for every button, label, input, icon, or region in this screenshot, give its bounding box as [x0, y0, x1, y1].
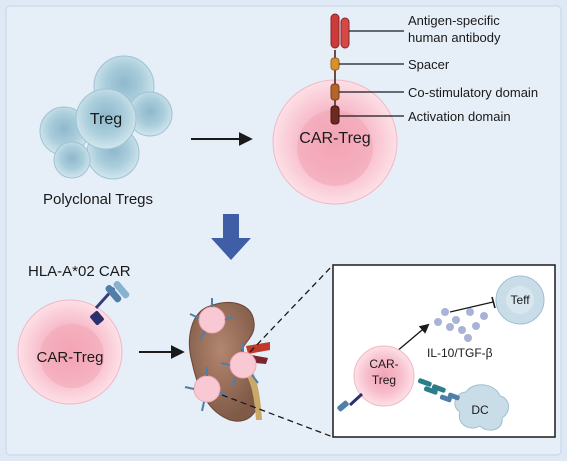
car-treg-construct: CAR-Treg Antigen-specific human antibody… — [272, 13, 538, 205]
teff-nucleus — [506, 286, 534, 314]
spacer-domain — [330, 57, 340, 71]
treg-cell-main — [75, 88, 137, 150]
car-treg-nucleus — [297, 110, 373, 186]
inhibition-line — [449, 301, 494, 313]
costim-label: Co-stimulatory domain — [408, 85, 538, 100]
ureter — [240, 362, 262, 420]
cytokine-dots — [434, 308, 488, 342]
inset-car-antibody — [337, 400, 349, 412]
down-arrow-icon — [211, 214, 251, 260]
zoom-line-top — [249, 264, 334, 353]
antibody-chain-right — [340, 17, 350, 49]
cytokine-label: IL-10/TGF-β — [427, 346, 493, 360]
inset-car-treg-line1: CAR- — [369, 357, 398, 371]
polyclonal-caption: Polyclonal Tregs — [43, 191, 153, 208]
car-treg-label: CAR-Treg — [299, 130, 370, 147]
kidney-car-treg — [229, 351, 257, 379]
secretion-arrow — [395, 323, 430, 353]
car-antibody-right — [113, 280, 130, 299]
spacer-label: Spacer — [408, 57, 450, 72]
kidney-car-receptors — [184, 298, 259, 412]
car-receptor-base — [90, 311, 104, 325]
dc-label: DC — [471, 403, 489, 417]
inset-car-receptor — [348, 392, 364, 407]
bottom-car-treg: CAR-Treg — [17, 280, 130, 405]
inset-car-treg-line2: Treg — [372, 373, 396, 387]
teff-label: Teff — [510, 293, 530, 307]
costim-domain — [330, 83, 340, 101]
car-treg-nucleus — [40, 324, 104, 388]
polyclonal-treg-cluster: Treg — [39, 55, 173, 180]
activation-domain — [330, 105, 340, 125]
antibody-label-line1: Antigen-specific — [408, 13, 500, 28]
antibody-label-line2: human antibody — [408, 30, 501, 45]
treg-label: Treg — [90, 111, 122, 128]
car-antibody-left — [105, 284, 122, 303]
renal-artery — [246, 342, 270, 354]
dendritic-cell — [454, 384, 509, 431]
kidney-graphic — [184, 298, 270, 422]
kidney-car-treg — [198, 306, 226, 334]
car-dc-binding — [417, 378, 460, 403]
inhibition-bar — [491, 296, 496, 309]
activation-label: Activation domain — [408, 109, 511, 124]
antibody-chain-left — [330, 13, 340, 49]
treg-cell — [53, 141, 91, 179]
kidney-car-treg — [193, 375, 221, 403]
hla-car-title: HLA-A*02 CAR — [28, 263, 131, 280]
car-treg-label: CAR-Treg — [37, 349, 104, 366]
inset-car-treg-cell — [353, 345, 415, 407]
